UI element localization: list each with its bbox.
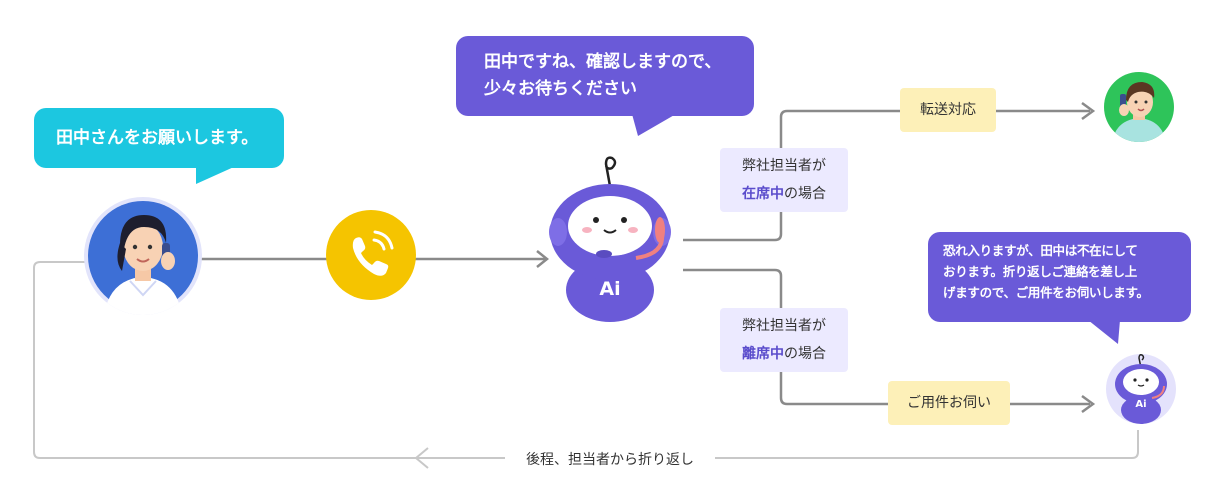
absent-prefix: 弊社担当者が	[742, 318, 826, 334]
small-ai-robot-icon: Ai	[1106, 354, 1176, 424]
staff-avatar-icon	[1104, 72, 1174, 142]
arrow-to-bot	[536, 250, 550, 268]
phone-call-icon	[326, 210, 416, 300]
branch-absent-label: 弊社担当者が 離席中の場合	[720, 308, 848, 372]
branch-present-label: 弊社担当者が 在席中の場合	[720, 148, 848, 212]
arrow-callback	[414, 447, 429, 469]
customer-speech-bubble: 田中さんをお願いします。	[34, 108, 284, 184]
absent-suffix: の場合	[784, 346, 826, 362]
absent-highlight: 離席中	[742, 346, 784, 362]
customer-avatar-icon	[84, 197, 202, 315]
bubble-tail	[1088, 320, 1120, 344]
arrow-to-staff	[1081, 101, 1096, 121]
absent-speech-line3: げますので、ご用件をお伺いします。	[943, 285, 1149, 300]
callback-label: 後程、担当者から折り返し	[505, 448, 715, 472]
absent-speech-line1: 恐れ入りますが、田中は不在にして	[943, 243, 1138, 258]
absent-speech-bubble: 恐れ入りますが、田中は不在にして おります。折り返しご連絡を差し上 げますので、…	[928, 232, 1191, 344]
inquiry-tag: ご用件お伺い	[888, 381, 1010, 425]
absent-speech-line2: おります。折り返しご連絡を差し上	[943, 264, 1137, 279]
small-bot-label: Ai	[1135, 399, 1147, 410]
customer-speech-text: 田中さんをお願いします。	[56, 128, 259, 148]
present-suffix: の場合	[784, 186, 826, 202]
arrow-to-small-bot	[1081, 394, 1096, 414]
ai-robot-icon: Ai	[540, 150, 680, 325]
ai-speech-bubble: 田中ですね、確認しますので、 少々お待ちください	[456, 36, 754, 136]
bot-label: Ai	[599, 278, 621, 300]
bubble-tail	[196, 166, 236, 184]
present-highlight: 在席中	[742, 186, 784, 202]
ai-speech-line1: 田中ですね、確認しますので、	[484, 52, 722, 72]
ai-speech-line2: 少々お待ちください	[484, 79, 637, 99]
present-prefix: 弊社担当者が	[742, 158, 826, 174]
bubble-tail	[632, 114, 676, 136]
transfer-tag: 転送対応	[900, 88, 996, 132]
